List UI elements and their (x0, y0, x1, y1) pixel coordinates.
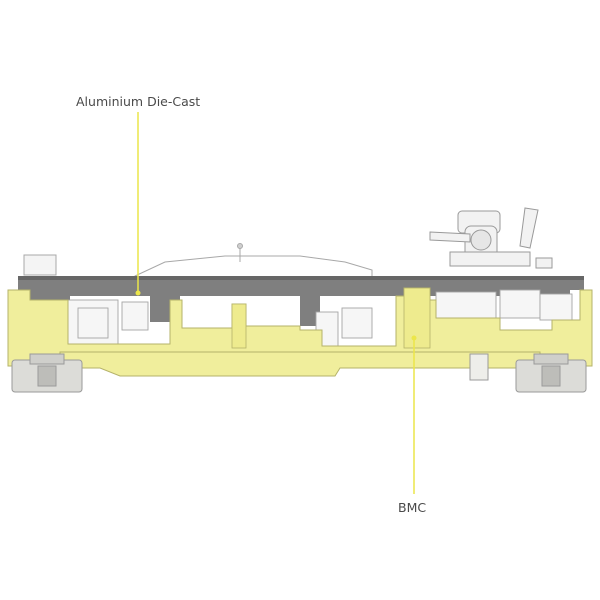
leader-lines (135, 112, 417, 494)
bmc-base (7, 287, 593, 377)
left-foot (11, 353, 83, 393)
right-foot (515, 353, 587, 393)
left-top-unit (23, 254, 57, 276)
platter (134, 243, 373, 281)
aluminium-die-cast-label: Aluminium Die-Cast (76, 94, 201, 109)
bmc-leader-dot (411, 335, 417, 341)
right-connector (469, 353, 489, 381)
aluminium-chassis (18, 276, 584, 326)
aluminium-leader-dot (135, 290, 141, 296)
bmc-label: BMC (398, 500, 427, 515)
tonearm (429, 207, 553, 269)
